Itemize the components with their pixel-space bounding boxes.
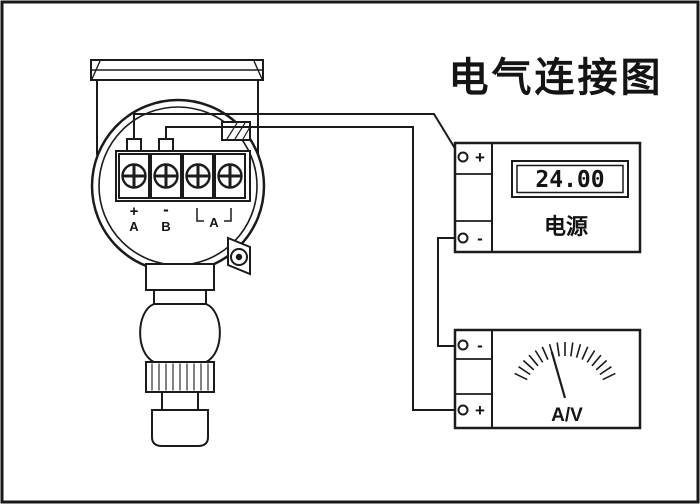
neck-flange bbox=[145, 263, 215, 291]
meter-box: - + A/V bbox=[453, 328, 642, 430]
hex-nut bbox=[145, 361, 215, 393]
power-supply-label: 电源 bbox=[544, 214, 588, 239]
meter-plus-sign: + bbox=[475, 401, 485, 420]
terminal-block bbox=[115, 138, 251, 202]
terminal-labels: + - A B A bbox=[129, 200, 219, 234]
lcd-value: 24.00 bbox=[535, 167, 604, 193]
supply-minus-sign: - bbox=[477, 229, 483, 248]
wire-supply-to-meter bbox=[437, 237, 459, 347]
lcd-display: 24.00 bbox=[511, 160, 629, 198]
meter-label: A/V bbox=[551, 405, 583, 426]
meter-positive-terminal bbox=[457, 404, 469, 416]
terminal-1-sign: + bbox=[130, 203, 139, 220]
wire-meter-positive bbox=[165, 126, 458, 411]
neck-step bbox=[153, 289, 207, 305]
pressure-transmitter: + - A B A bbox=[90, 59, 266, 447]
terminal-2-sign: - bbox=[163, 200, 169, 219]
terminal-2-label: B bbox=[161, 219, 170, 234]
wire-supply-positive bbox=[133, 113, 460, 156]
gauge-needle bbox=[550, 351, 567, 399]
test-terminal-label: A bbox=[209, 215, 219, 230]
diagram-title: 电气连接图 bbox=[449, 56, 664, 100]
process-connector bbox=[151, 409, 209, 447]
test-terminal-bracket bbox=[196, 208, 232, 222]
supply-positive-terminal bbox=[457, 151, 469, 163]
supply-negative-terminal bbox=[457, 232, 469, 244]
sensor-bulb bbox=[139, 303, 221, 363]
side-bracket bbox=[227, 236, 251, 276]
transmitter-cap bbox=[90, 59, 264, 155]
supply-plus-sign: + bbox=[475, 148, 485, 167]
wires bbox=[133, 113, 460, 411]
terminal-1-label: A bbox=[129, 219, 139, 234]
cable-gland bbox=[221, 121, 251, 141]
transmitter-lower-body bbox=[139, 263, 221, 447]
power-supply-box: + - 24.00 电源 bbox=[453, 141, 642, 254]
meter-negative-terminal bbox=[457, 339, 469, 351]
thread-collar bbox=[161, 391, 199, 411]
analog-gauge bbox=[514, 342, 616, 399]
terminal-screws bbox=[121, 163, 243, 189]
meter-minus-sign: - bbox=[477, 336, 483, 355]
